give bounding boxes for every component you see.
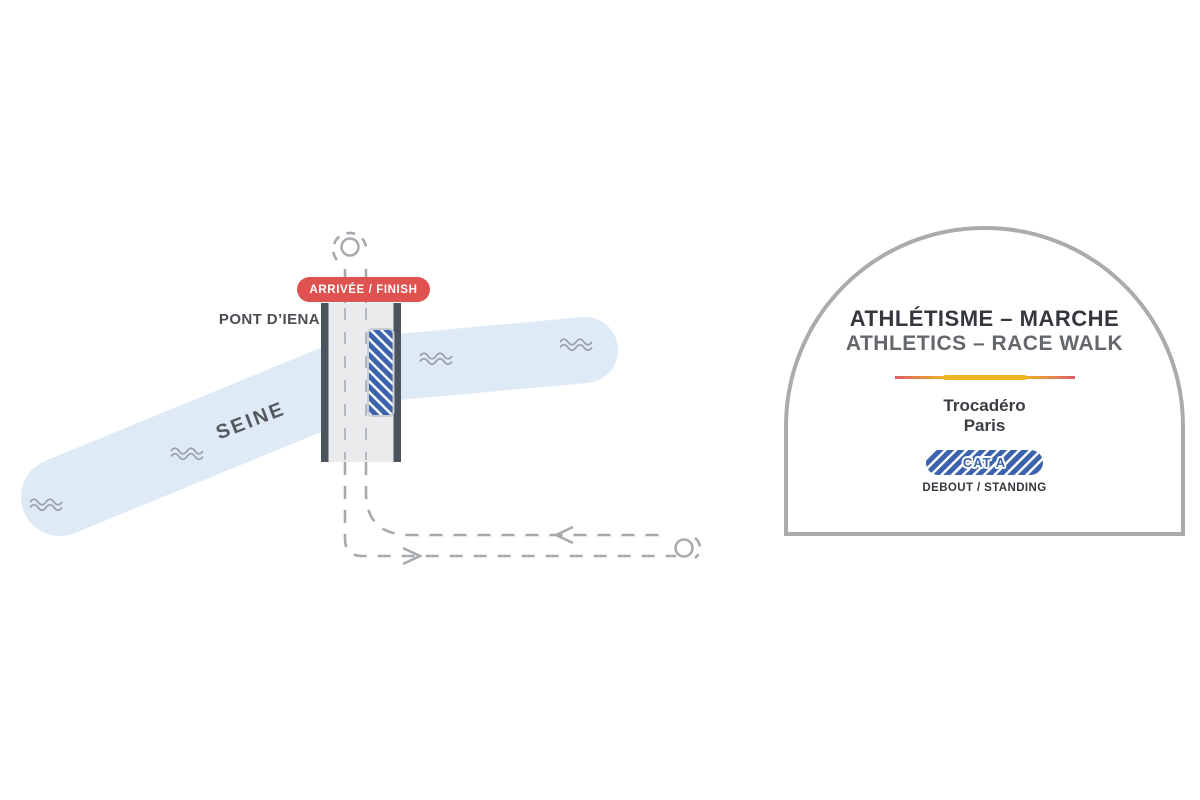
bridge-parapet-west bbox=[321, 303, 329, 462]
accent-divider bbox=[894, 375, 1075, 380]
route-north-turn-arc bbox=[331, 231, 368, 261]
finish-badge: ARRIVÉE / FINISH bbox=[297, 277, 430, 302]
accent-divider-center bbox=[942, 375, 1027, 380]
category-note: DEBOUT / STANDING bbox=[922, 481, 1047, 494]
turnaround-circle-east bbox=[674, 538, 694, 558]
turnaround-circle-north bbox=[340, 237, 360, 257]
category-badge-label: CAT A bbox=[962, 454, 1007, 470]
seine-river-east bbox=[365, 317, 618, 400]
event-title-en: ATHLETICS – RACE WALK bbox=[845, 332, 1124, 355]
route-arrow-right bbox=[402, 547, 424, 565]
route-outbound bbox=[343, 462, 676, 558]
event-title-fr: ATHLÉTISME – MARCHE bbox=[849, 306, 1120, 331]
category-badge: CAT A bbox=[926, 449, 1043, 475]
finish-badge-label: ARRIVÉE / FINISH bbox=[309, 283, 418, 296]
route-arrow-left bbox=[552, 526, 574, 544]
stands-area-cat-a bbox=[367, 328, 395, 417]
city-name: Paris bbox=[963, 416, 1006, 436]
route-east-turn-arc bbox=[694, 536, 702, 560]
bridge-label: PONT D’IENA bbox=[218, 311, 320, 328]
seine-river-west bbox=[21, 339, 389, 536]
route-return bbox=[364, 462, 666, 537]
venue-name: Trocadéro bbox=[943, 396, 1026, 415]
bridge-parapet-east bbox=[393, 303, 401, 462]
